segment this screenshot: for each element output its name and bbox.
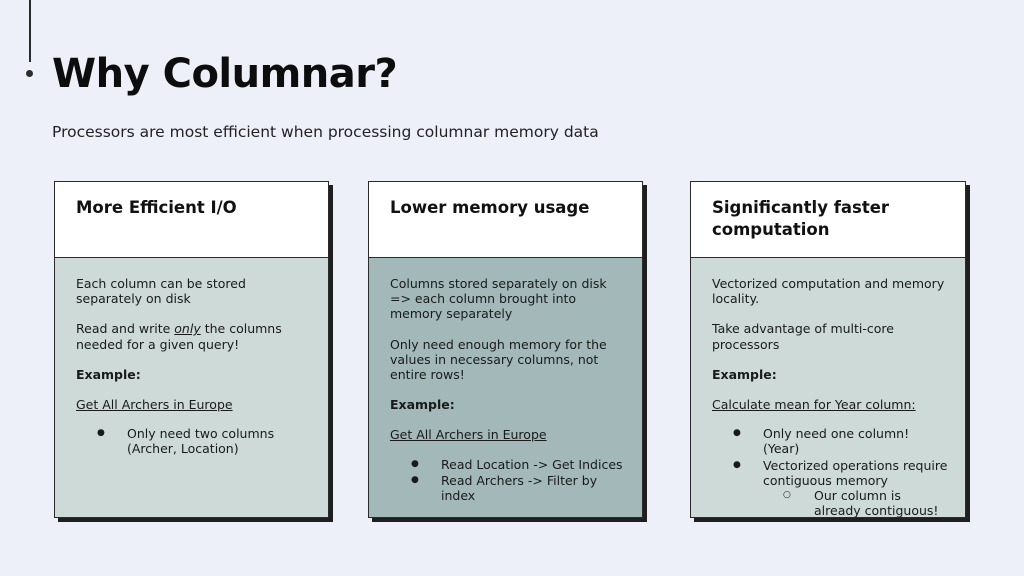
card-lower-memory: Lower memory usage Columns stored separa… <box>368 181 643 518</box>
example-label: Example: <box>712 366 777 382</box>
card-paragraph: Take advantage of multi-core processors <box>712 321 894 352</box>
example-link[interactable]: Get All Archers in Europe <box>76 397 233 413</box>
bullet-list: Only need one column! (Year) Vectorized … <box>712 426 949 517</box>
example-label: Example: <box>390 397 455 413</box>
card-body: Columns stored separately on disk => eac… <box>369 258 642 517</box>
card-header: Lower memory usage <box>369 182 642 258</box>
timeline-dot <box>26 70 33 77</box>
card-paragraph: Each column can be stored separately on … <box>76 276 246 307</box>
sub-bullet-item: Our column is already contiguous! <box>763 488 949 517</box>
card-paragraph: Columns stored separately on disk => eac… <box>390 276 607 322</box>
emphasis-text: only <box>174 321 201 337</box>
text-run: Read and write <box>76 321 175 337</box>
bullet-text: Vectorized operations require contiguous… <box>763 457 948 488</box>
card-paragraph: Only need enough memory for the values i… <box>390 336 607 383</box>
bullet-item: Read Archers -> Filter by index <box>390 473 626 503</box>
bullet-item: Only need one column! (Year) <box>712 426 949 456</box>
card-body: Each column can be stored separately on … <box>55 258 328 517</box>
sub-bullet-list: Our column is already contiguous! <box>763 488 949 517</box>
bullet-item: Only need two columns (Archer, Location) <box>76 426 312 456</box>
card-paragraph: Read and write only the columns needed f… <box>76 321 312 351</box>
bullet-item: Vectorized operations require contiguous… <box>712 458 949 517</box>
card-faster-computation: Significantly faster computation Vectori… <box>690 181 966 518</box>
timeline-line <box>29 0 31 62</box>
card-header: More Efficient I/O <box>55 182 328 258</box>
card-header: Significantly faster computation <box>691 182 965 258</box>
card-body: Vectorized computation and memory locali… <box>691 258 965 517</box>
bullet-list: Only need two columns (Archer, Location) <box>76 426 312 456</box>
bullet-item: Read Location -> Get Indices <box>390 457 626 472</box>
card-paragraph: Vectorized computation and memory locali… <box>712 276 945 307</box>
example-link[interactable]: Calculate mean for Year column: <box>712 397 916 413</box>
text-run: the columns needed for a given query! <box>76 321 282 352</box>
page-subtitle: Processors are most efficient when proce… <box>52 123 599 141</box>
bullet-list: Read Location -> Get Indices Read Archer… <box>390 457 626 504</box>
page-title: Why Columnar? <box>52 51 398 97</box>
example-link[interactable]: Get All Archers in Europe <box>390 427 547 443</box>
card-efficient-io: More Efficient I/O Each column can be st… <box>54 181 329 518</box>
example-label: Example: <box>76 366 141 382</box>
